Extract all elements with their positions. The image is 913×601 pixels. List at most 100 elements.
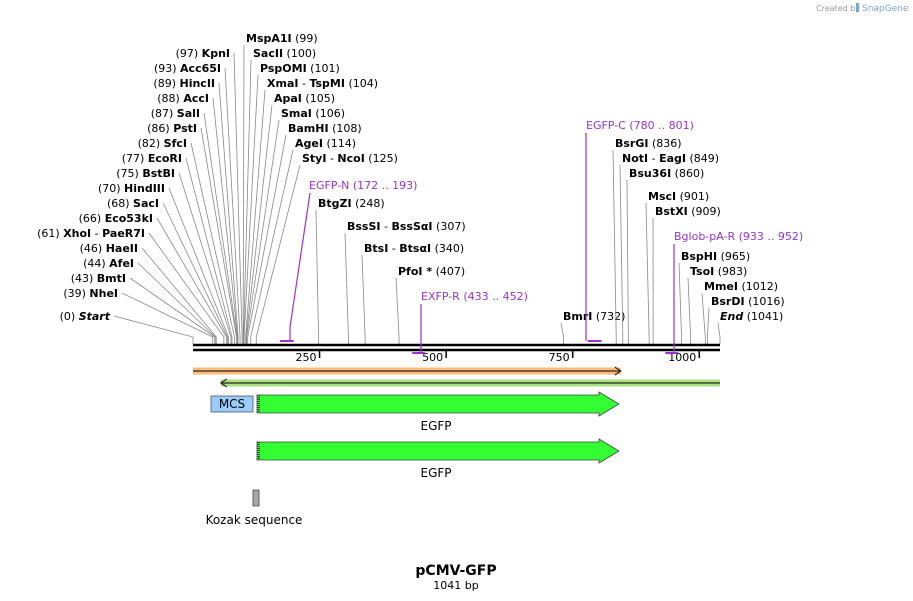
site-connector	[224, 67, 241, 344]
site-bsrdi[interactable]: BsrDI (1016)	[706, 295, 785, 344]
feature-egfp[interactable]: EGFP	[256, 391, 620, 433]
site-hincii[interactable]: (89) HincII	[153, 77, 239, 344]
site-label: BtsI - BtsαI (340)	[364, 242, 464, 255]
orf-reverse[interactable]	[219, 378, 720, 388]
site-bamhi[interactable]: BamHI (108)	[247, 122, 362, 344]
sequence-backbone	[193, 343, 720, 352]
site-label: (66) Eco53kI	[79, 212, 153, 225]
ruler-tick-label: 500	[422, 351, 443, 364]
site-bmri[interactable]: BmrI (732)	[560, 310, 625, 344]
site-connector	[619, 164, 624, 344]
site-label: (82) SfcI	[138, 137, 187, 150]
site-noti[interactable]: NotI - EagI (849)	[619, 152, 719, 344]
site-label: (43) BmtI	[71, 272, 126, 285]
site-eco53ki[interactable]: (66) Eco53kI	[79, 212, 227, 344]
site-start[interactable]: (0) Start	[60, 310, 194, 344]
site-bmti[interactable]: (43) BmtI	[71, 272, 216, 344]
primer-bglob-pa-r[interactable]: Bglob-pA-R (933 .. 952)	[665, 230, 803, 354]
site-connector	[141, 247, 217, 344]
site-bsphi[interactable]: BspHI (965)	[678, 250, 750, 344]
site-connector	[255, 164, 301, 344]
site-connector	[148, 232, 225, 344]
site-bstxi[interactable]: BstXI (909)	[652, 205, 721, 344]
site-psti[interactable]: (86) PstI	[147, 122, 237, 344]
site-sali[interactable]: (87) SalI	[151, 107, 238, 344]
site-connector	[315, 209, 319, 344]
site-connector	[361, 254, 366, 344]
site-pspomi[interactable]: PspOMI (101)	[243, 62, 340, 344]
site-kpni[interactable]: (97) KpnI	[176, 47, 243, 344]
site-connector	[245, 104, 273, 344]
site-tsoi[interactable]: TsoI (983)	[687, 265, 747, 344]
site-smai[interactable]: SmaI (106)	[246, 107, 345, 344]
site-styi[interactable]: StyI - NcoI (125)	[255, 152, 398, 344]
site-label: BstXI (909)	[655, 205, 721, 218]
site-label: Bsu36I (860)	[629, 167, 704, 180]
site-acci[interactable]: (88) AccI	[157, 92, 238, 344]
site-btsi[interactable]: BtsI - BtsαI (340)	[361, 242, 464, 344]
site-nhei[interactable]: (39) NheI	[63, 287, 214, 344]
site-mmei[interactable]: MmeI (1012)	[701, 280, 778, 344]
site-xhoi[interactable]: (61) XhoI - PaeR7I	[37, 227, 225, 344]
site-connector	[678, 262, 682, 344]
feature-kozak-sequence[interactable]: Kozak sequence	[206, 489, 303, 527]
primer-egfp-n[interactable]: EGFP-N (172 .. 193)	[280, 179, 417, 342]
site-end[interactable]: End (1041)	[717, 310, 783, 344]
site-apai[interactable]: ApaI (105)	[245, 92, 335, 344]
site-connector	[687, 277, 692, 344]
primer-egfp-c[interactable]: EGFP-C (780 .. 801)	[585, 119, 694, 342]
site-connector	[162, 202, 228, 344]
site-sacii[interactable]: SacII (100)	[243, 47, 317, 344]
site-agei[interactable]: AgeI (114)	[250, 137, 356, 344]
site-haeii[interactable]: (46) HaeII	[80, 242, 217, 344]
site-bsrgi[interactable]: BsrGI (836)	[612, 137, 682, 344]
feature-label: EGFP	[420, 419, 451, 433]
orf-forward[interactable]	[193, 366, 622, 376]
site-connector	[717, 322, 721, 344]
ruler-tick-label: 750	[549, 351, 570, 364]
site-connector	[560, 322, 564, 344]
site-bsssi[interactable]: BssSI - BssSαI (307)	[344, 220, 466, 344]
site-label: BamHI (108)	[288, 122, 362, 135]
site-acc65i[interactable]: (93) Acc65I	[154, 62, 241, 344]
site-saci[interactable]: (68) SacI	[107, 197, 228, 344]
site-label: (68) SacI	[107, 197, 159, 210]
site-label: ApaI (105)	[274, 92, 335, 105]
site-connector	[156, 217, 227, 344]
site-connector	[178, 172, 232, 344]
site-xmai[interactable]: XmaI - TspMI (104)	[245, 77, 378, 344]
site-ecori[interactable]: (77) EcoRI	[122, 152, 233, 344]
site-bstbi[interactable]: (75) BstBI	[116, 167, 232, 344]
ruler-tick: 500	[422, 351, 447, 364]
site-connector	[250, 149, 294, 344]
site-label: (39) NheI	[63, 287, 118, 300]
site-connector	[218, 82, 239, 344]
snapgene-credit: Created by SnapGene	[816, 3, 909, 14]
feature-label: EGFP	[420, 466, 451, 480]
site-bsu36i[interactable]: Bsu36I (860)	[626, 167, 704, 344]
site-label: BmrI (732)	[563, 310, 625, 323]
site-hindiii[interactable]: (70) HindIII	[98, 182, 229, 344]
site-connector	[113, 315, 194, 344]
site-label: SmaI (106)	[281, 107, 345, 120]
site-msci[interactable]: MscI (901)	[645, 190, 709, 344]
site-btgzi[interactable]: BtgZI (248)	[315, 197, 385, 344]
site-label: (86) PstI	[147, 122, 197, 135]
site-connector	[242, 44, 245, 344]
site-label: (0) Start	[60, 310, 111, 323]
site-mspa1i[interactable]: MspA1I (99)	[242, 32, 318, 344]
feature-mcs[interactable]: MCS	[210, 395, 254, 413]
site-afei[interactable]: (44) AfeI	[83, 257, 216, 344]
site-connector	[233, 52, 243, 344]
site-pfoi[interactable]: PfoI * (407)	[395, 265, 465, 344]
site-connector	[190, 142, 235, 344]
site-label: BsrDI (1016)	[711, 295, 785, 308]
ruler-tick: 1000	[668, 351, 700, 364]
ruler-tick-label: 250	[296, 351, 317, 364]
feature-egfp[interactable]: EGFP	[256, 438, 620, 480]
site-sfci[interactable]: (82) SfcI	[138, 137, 235, 344]
site-label: AgeI (114)	[295, 137, 356, 150]
primer-annotations: EGFP-N (172 .. 193)EXFP-R (433 .. 452) EG…	[280, 119, 803, 354]
site-label: (77) EcoRI	[122, 152, 182, 165]
primer-exfp-r[interactable]: EXFP-R (433 .. 452)	[412, 290, 528, 354]
